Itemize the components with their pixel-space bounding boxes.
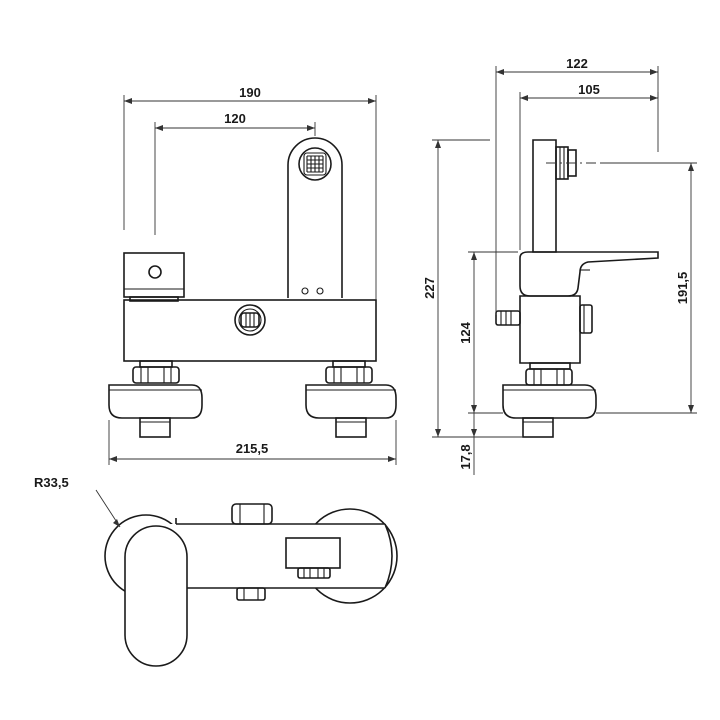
top-bottom-knob [236,587,266,601]
dim-124: 124 [458,251,518,414]
dim-label-105: 105 [578,82,600,97]
dim-191-5: 191,5 [596,162,697,414]
dim-label-190: 190 [239,85,261,100]
dim-120: 120 [154,111,316,235]
side-flange [502,384,597,419]
top-view: R33,5 [34,475,398,667]
front-body [123,299,377,362]
side-nut [525,368,573,386]
left-connector [108,360,203,438]
side-view: 122 105 227 124 17 [422,56,697,475]
dim-label-122: 122 [566,56,588,71]
side-mid-body [519,295,581,364]
dim-105: 105 [519,82,659,250]
top-body [176,523,385,589]
dim-227: 227 [422,139,523,438]
side-diverter-knob [495,310,521,326]
dim-215-5: 215,5 [108,420,397,465]
side-pipe [522,417,554,438]
dim-label-227: 227 [422,277,437,299]
front-view: 190 120 215,5 [108,85,397,465]
diverter-knob [234,304,266,336]
dim-label-120: 120 [224,111,246,126]
dim-label-124: 124 [458,321,473,343]
side-lever [519,251,659,297]
dim-label-215-5: 215,5 [236,441,269,456]
dim-17-8: 17,8 [458,413,477,475]
screw-hole [301,287,309,295]
top-outlet-nut [297,567,331,579]
dim-190: 190 [123,85,377,300]
lever-hole [148,265,162,279]
right-connector [305,360,397,438]
front-spout [287,137,343,298]
aerator-grid [298,147,332,181]
front-lever-box [123,252,185,298]
dim-122: 122 [495,56,659,315]
top-knob [231,503,273,525]
side-post [532,139,557,253]
top-lever-handle [124,525,188,667]
dim-label-17-8: 17,8 [458,444,473,469]
side-right-knob [579,304,593,334]
screw-hole [316,287,324,295]
dim-label-r33-5: R33,5 [34,475,69,490]
dim-label-191-5: 191,5 [675,272,690,305]
